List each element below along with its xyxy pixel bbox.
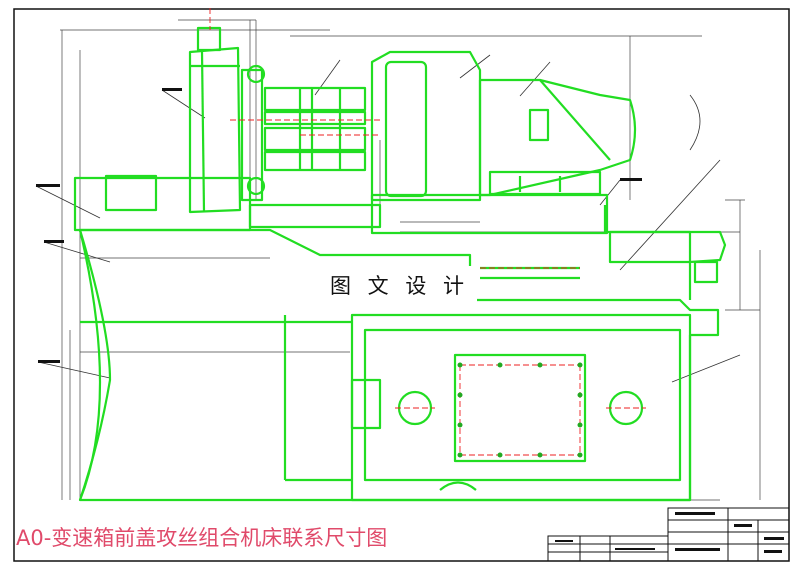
drawing-frame	[13, 8, 790, 562]
leader-lines	[35, 54, 741, 383]
drawing-caption: A0-变速箱前盖攻丝组合机床联系尺寸图	[16, 526, 388, 550]
title-block-marks	[555, 512, 784, 553]
bolt-holes	[457, 362, 583, 458]
watermark-text: 图 文 设 计	[322, 266, 477, 306]
center-lines	[209, 8, 646, 456]
label-marks	[36, 88, 642, 363]
machine-outline	[73, 26, 727, 502]
title-block	[547, 507, 790, 562]
